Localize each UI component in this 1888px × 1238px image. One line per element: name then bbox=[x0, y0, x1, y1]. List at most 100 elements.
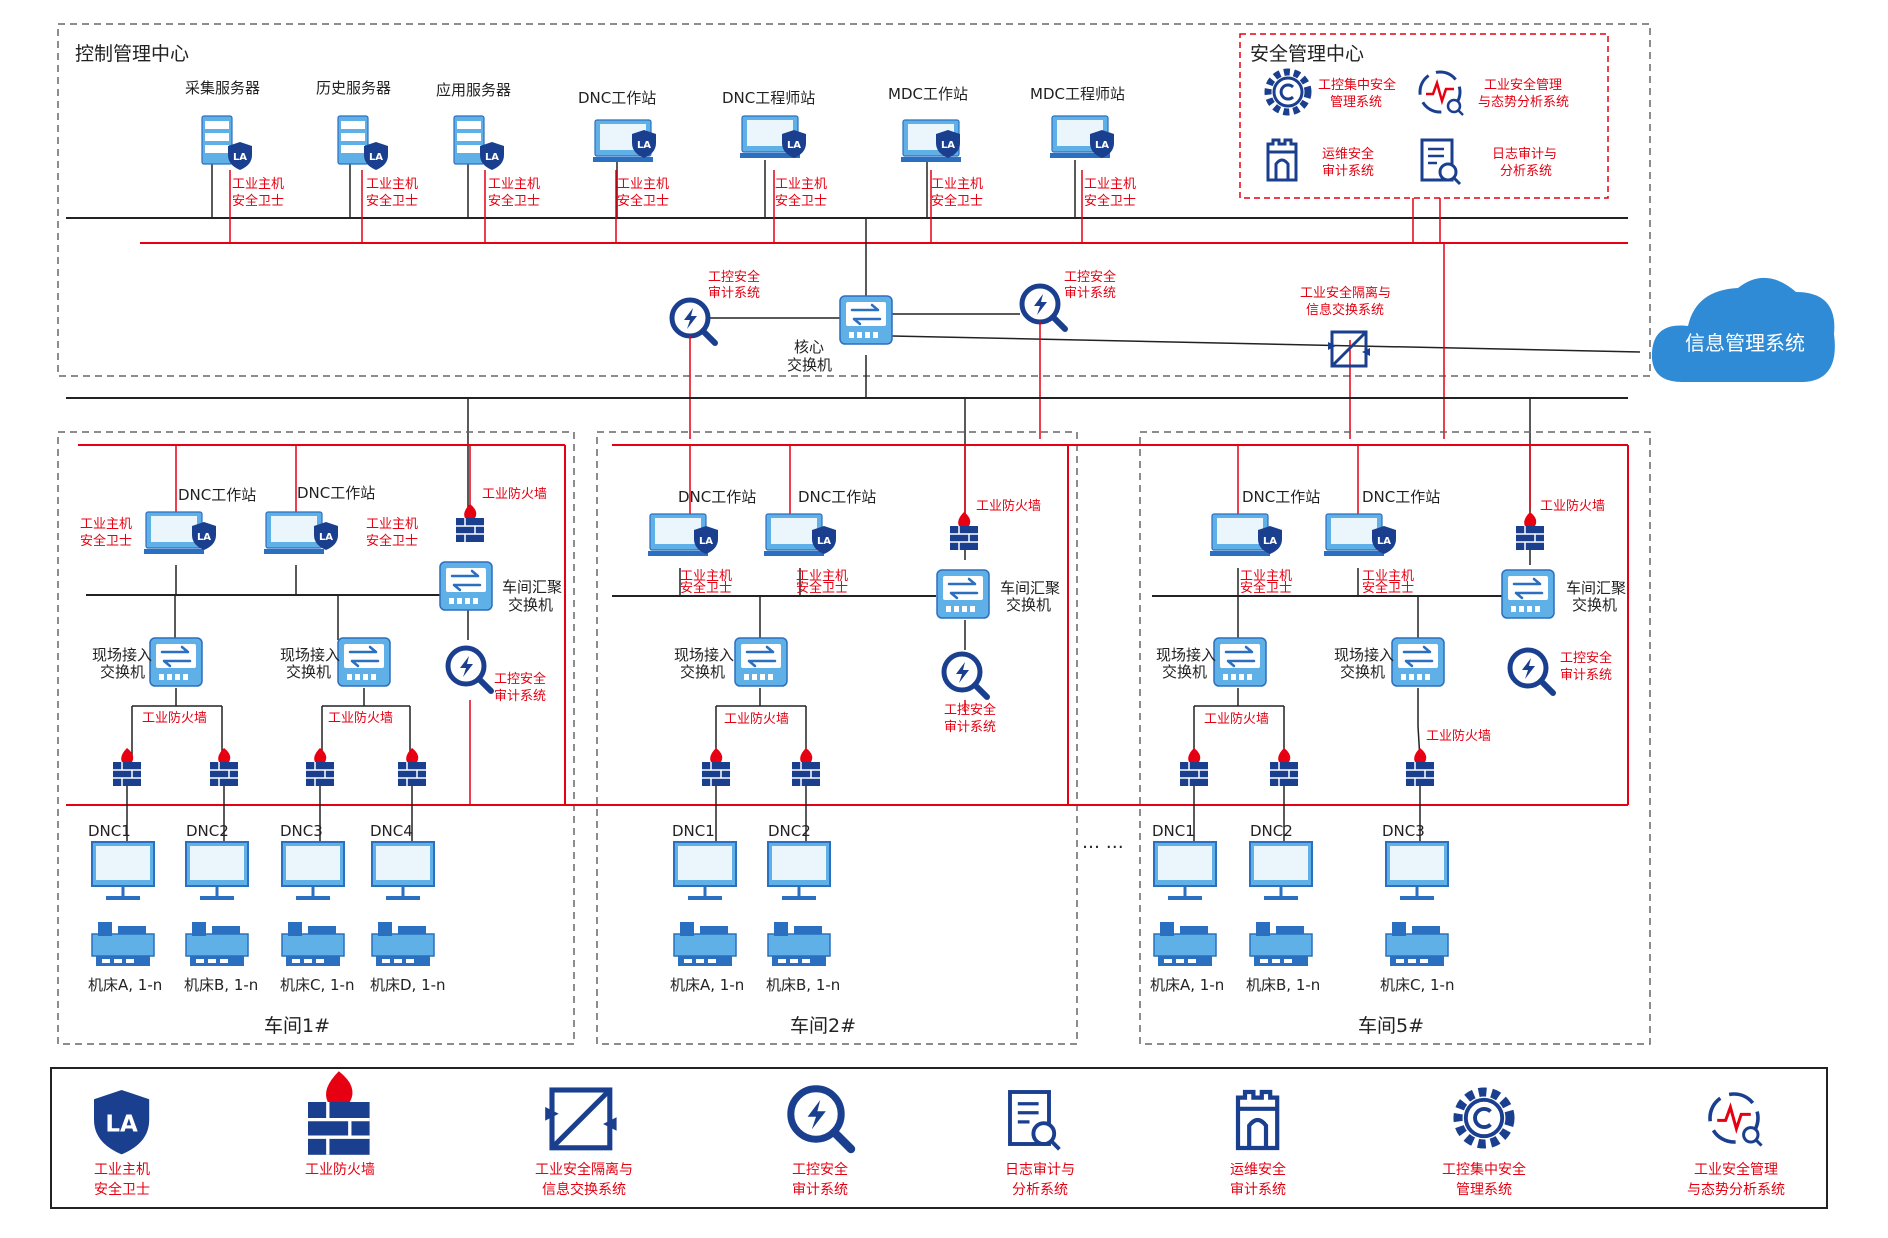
w1-dnc-3: DNC3 bbox=[280, 822, 323, 840]
w1-agg-label-2: 交换机 bbox=[508, 596, 553, 614]
log-audit-icon bbox=[1008, 1090, 1062, 1152]
workshop-5-name: 车间5# bbox=[1358, 1015, 1424, 1037]
ws-label-1: DNC工作站 bbox=[578, 89, 656, 107]
guard-label-1: 工业主机 bbox=[366, 177, 418, 192]
w1-field-label-2: 交换机 bbox=[100, 663, 145, 681]
w2-field-label-1: 现场接入 bbox=[674, 646, 734, 664]
w5-fw-label: 工业防火墙 bbox=[1204, 711, 1269, 727]
server-icon bbox=[201, 115, 233, 165]
workshops-ellipsis: … … bbox=[1082, 832, 1124, 853]
host-guard-shield-icon bbox=[480, 142, 504, 170]
w5-dnc-2: DNC2 bbox=[1250, 822, 1293, 840]
w2-firewall-label: 工业防火墙 bbox=[976, 498, 1041, 514]
legend-label-1: 工业防火墙 bbox=[305, 1162, 375, 1178]
legend-item: 日志审计与 分析系统 bbox=[1005, 1090, 1075, 1198]
w1-audit-label-1: 工控安全 bbox=[494, 671, 546, 687]
firewall-icon bbox=[1269, 747, 1299, 787]
guard-label-2: 安全卫士 bbox=[488, 193, 540, 209]
w5-machine-2: 机床B, 1-n bbox=[1246, 976, 1320, 994]
server-label-1: 采集服务器 bbox=[185, 79, 260, 97]
legend-label-2: 与态势分析系统 bbox=[1687, 1182, 1785, 1198]
w5-machine-3: 机床C, 1-n bbox=[1380, 976, 1454, 994]
sec-item-2-line2: 与态势分析系统 bbox=[1478, 94, 1569, 110]
w5-field-label-1: 现场接入 bbox=[1156, 646, 1216, 664]
field-access-switch-icon bbox=[336, 636, 392, 688]
guard-label-1: 工业主机 bbox=[931, 177, 983, 192]
audit-label-1: 工控安全 bbox=[708, 269, 760, 285]
isolation-label-2: 信息交换系统 bbox=[1306, 302, 1384, 318]
legend-label-2: 分析系统 bbox=[1012, 1182, 1068, 1198]
w2-audit-label-1: 工控安全 bbox=[944, 702, 996, 718]
w5-audit-label-1: 工控安全 bbox=[1560, 650, 1612, 666]
workshop-2-frame bbox=[596, 431, 1078, 1045]
w1-fw-label: 工业防火墙 bbox=[142, 710, 207, 726]
firewall-icon bbox=[1405, 747, 1435, 787]
w5-fw-label-2: 工业防火墙 bbox=[1426, 728, 1491, 744]
ws-label-3: MDC工作站 bbox=[888, 85, 968, 103]
guard-label-1: 工业主机 bbox=[680, 569, 732, 584]
field-access-switch-icon bbox=[1390, 636, 1446, 688]
isolation-exchange-icon bbox=[1326, 330, 1372, 368]
w1-fw-label: 工业防火墙 bbox=[328, 710, 393, 726]
aggregation-switch-icon bbox=[935, 568, 991, 620]
w2-agg-label-2: 交换机 bbox=[1006, 596, 1051, 614]
w2-fw-label: 工业防火墙 bbox=[724, 711, 789, 727]
audit-label-2: 审计系统 bbox=[1064, 286, 1116, 301]
w5-dnc-ws-label-1: DNC工作站 bbox=[1242, 488, 1320, 506]
w1-dnc-4: DNC4 bbox=[370, 822, 413, 840]
sec-item-1-line1: 工控集中安全 bbox=[1318, 77, 1396, 93]
server-icon bbox=[453, 115, 485, 165]
isolation-exchange-icon bbox=[545, 1090, 616, 1148]
guard-label-1: 工业主机 bbox=[80, 517, 132, 532]
legend-item: 工控集中安全 管理系统 bbox=[1442, 1092, 1526, 1198]
w1-field-label-1: 现场接入 bbox=[92, 646, 152, 664]
machine-tool-icon bbox=[1385, 921, 1449, 967]
w2-field-label-2: 交换机 bbox=[680, 663, 725, 681]
core-switch-label-1: 核心 bbox=[794, 338, 824, 356]
w1-audit-label-2: 审计系统 bbox=[494, 689, 546, 704]
host-guard-shield-icon bbox=[364, 142, 388, 170]
firewall-icon bbox=[791, 747, 821, 787]
workshop-2-name: 车间2# bbox=[790, 1015, 856, 1037]
audit-label-1: 工控安全 bbox=[1064, 269, 1116, 285]
host-guard-shield-icon bbox=[94, 1090, 150, 1155]
w5-agg-label-2: 交换机 bbox=[1572, 596, 1617, 614]
machine-tool-icon bbox=[91, 921, 155, 967]
legend-item: 运维安全 审计系统 bbox=[1230, 1092, 1286, 1198]
legend-label-1: 日志审计与 bbox=[1005, 1162, 1075, 1178]
w1-field-label-2: 交换机 bbox=[286, 663, 331, 681]
w1-machine-2: 机床B, 1-n bbox=[184, 976, 258, 994]
machine-tool-icon bbox=[767, 921, 831, 967]
field-access-switch-icon bbox=[148, 636, 204, 688]
w5-machine-1: 机床A, 1-n bbox=[1150, 976, 1224, 994]
dnc-terminal-monitor-icon bbox=[370, 840, 436, 902]
w2-audit-label-2: 审计系统 bbox=[944, 720, 996, 735]
guard-label-2: 安全卫士 bbox=[366, 533, 418, 549]
core-switch-label-2: 交换机 bbox=[787, 356, 832, 374]
w1-field-label-1: 现场接入 bbox=[280, 646, 340, 664]
ws-label-4: MDC工程师站 bbox=[1030, 85, 1125, 103]
firewall-icon bbox=[455, 503, 485, 543]
firewall-icon bbox=[1179, 747, 1209, 787]
control-center-frame bbox=[57, 23, 1651, 377]
guard-label-2: 安全卫士 bbox=[1362, 580, 1414, 596]
w1-dnc-1: DNC1 bbox=[88, 822, 131, 840]
dnc-terminal-monitor-icon bbox=[184, 840, 250, 902]
guard-label-2: 安全卫士 bbox=[80, 533, 132, 549]
guard-label-2: 安全卫士 bbox=[617, 193, 669, 209]
guard-label-2: 安全卫士 bbox=[1084, 193, 1136, 209]
w2-machine-1: 机床A, 1-n bbox=[670, 976, 744, 994]
situation-analysis-icon bbox=[1418, 70, 1465, 117]
audit-magnifier-icon bbox=[1510, 650, 1553, 693]
dnc-terminal-monitor-icon bbox=[280, 840, 346, 902]
w5-firewall-label: 工业防火墙 bbox=[1540, 498, 1605, 514]
dnc-terminal-monitor-icon bbox=[1248, 840, 1314, 902]
guard-label-1: 工业主机 bbox=[1084, 177, 1136, 192]
sec-item-4-line2: 分析系统 bbox=[1500, 164, 1552, 179]
audit-label-2: 审计系统 bbox=[708, 286, 760, 301]
dnc-terminal-monitor-icon bbox=[1384, 840, 1450, 902]
legend-label-1: 工控集中安全 bbox=[1442, 1161, 1526, 1178]
legend-label-1: 工业安全管理 bbox=[1694, 1161, 1778, 1178]
legend-item: 工业安全管理 与态势分析系统 bbox=[1687, 1092, 1785, 1198]
firewall-icon bbox=[397, 747, 427, 787]
